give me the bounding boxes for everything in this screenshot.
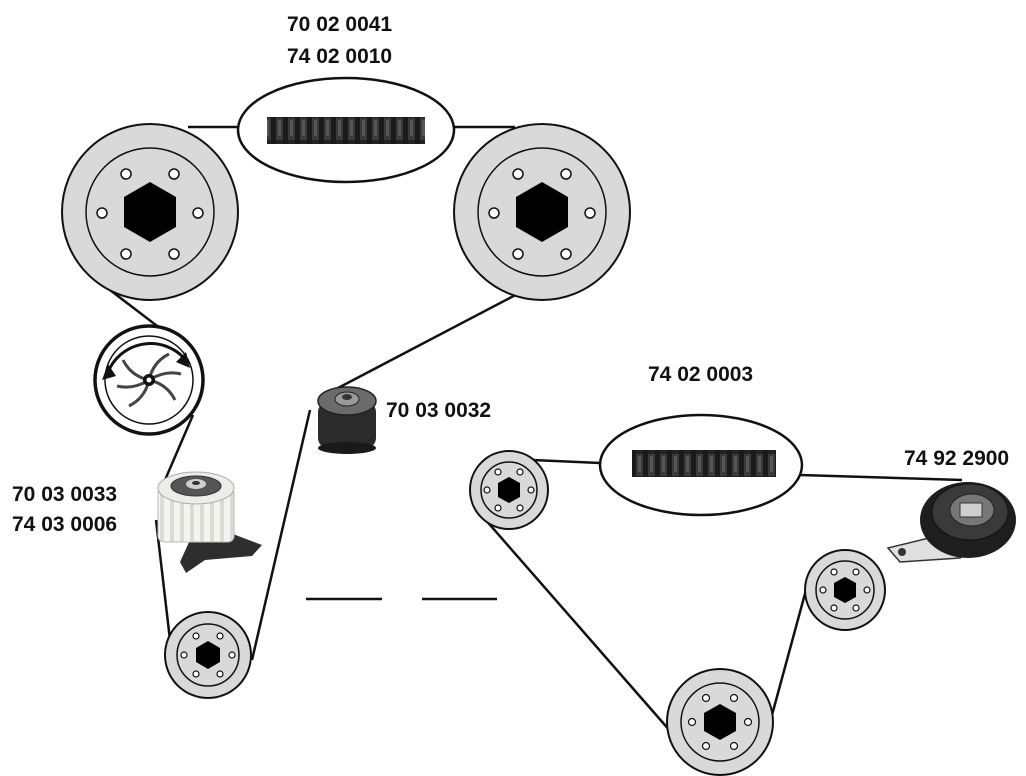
hex-hub-icon [516,182,568,242]
crank-pulley-right [666,668,774,776]
right-belt-callout [598,413,804,517]
right-belt-lines [483,457,963,741]
hex-hub-icon [498,477,520,503]
top-belt-callout [236,76,456,184]
label-right-belt: 74 02 0003 [648,363,754,386]
label-tensioner-2: 74 03 0006 [12,513,118,536]
cam-pulley-right [453,123,631,301]
hex-hub-icon [704,704,736,740]
hex-hub-icon [196,641,220,669]
hex-hub-icon [124,182,176,242]
pulley-right-small [469,450,549,530]
cam-pulley-left [61,123,239,301]
label-tensioner-1: 70 03 0033 [12,483,118,506]
hex-hub-icon [834,577,856,603]
label-right-tensioner: 74 92 2900 [904,447,1010,470]
belt-segment-icon [267,117,425,144]
left-belt-lines [109,125,526,661]
idler-roller [317,386,377,454]
pulley-right-middle [804,549,886,631]
crank-pulley-left [164,611,252,699]
label-top-belt-1: 70 02 0041 [287,13,393,36]
right-tensioner [886,482,1016,563]
tensioner-pulley [157,471,262,573]
belt-segment-icon [632,450,776,477]
label-top-belt-2: 74 02 0010 [287,45,393,68]
label-idler: 70 03 0032 [386,399,492,422]
water-pump [93,324,205,436]
